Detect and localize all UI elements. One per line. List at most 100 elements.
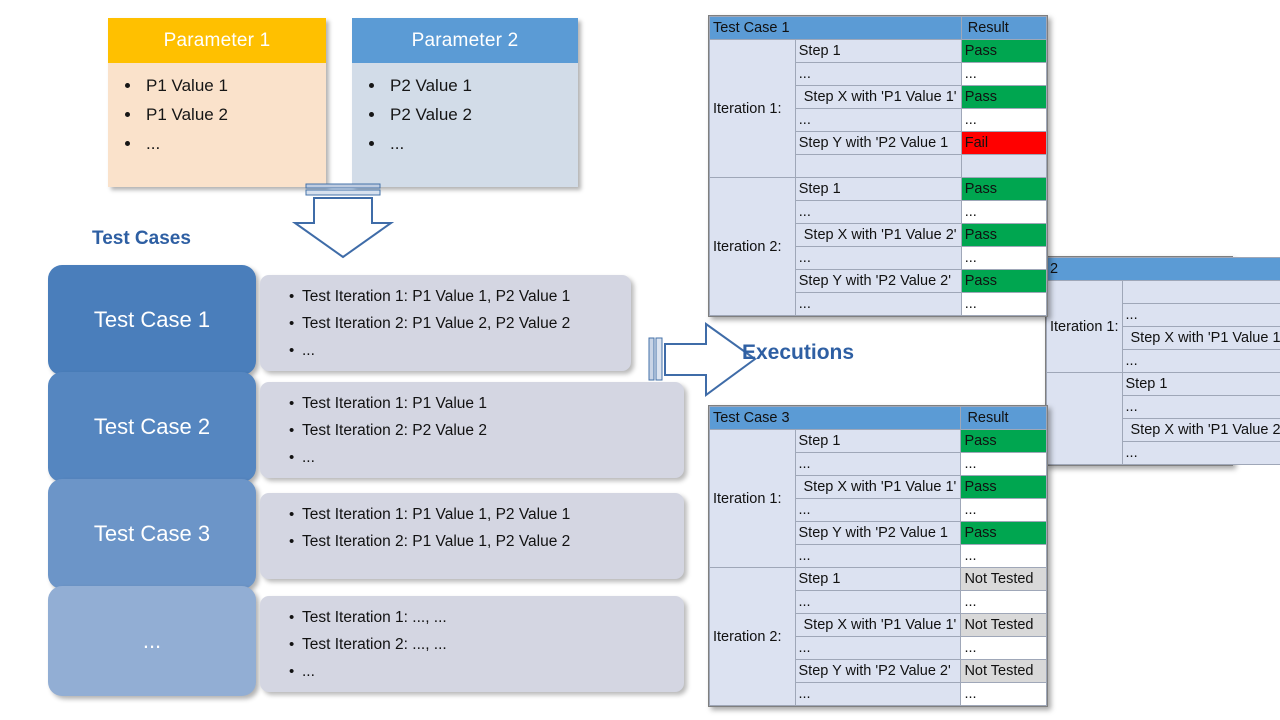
parameter-card-1-title: Parameter 1	[108, 18, 326, 63]
table-title: Test Case 1	[709, 16, 962, 40]
step-cell: ...	[794, 682, 962, 706]
iteration-label: Iteration 2:	[709, 177, 796, 316]
result-cell: Pass	[960, 85, 1048, 109]
test-case-box-4[interactable]: ...	[48, 586, 256, 696]
list-item: Test Iteration 2: P2 Value 2	[289, 417, 684, 444]
table-row: ......	[710, 682, 1047, 706]
result-cell: Pass	[960, 177, 1048, 201]
result-cell: ...	[960, 590, 1047, 614]
list-item: Test Iteration 1: P1 Value 1, P2 Value 1	[289, 283, 631, 310]
list-item: ...	[289, 658, 684, 685]
test-case-box-1[interactable]: Test Case 1	[48, 265, 256, 375]
table-row: ......	[710, 452, 1047, 476]
table-row: Step X with 'P1 Value 1'Pass	[1047, 326, 1280, 350]
iteration-label: Iteration 1:	[709, 429, 796, 568]
table-row: Iteration 1:Step 1 Pass	[709, 39, 1048, 178]
result-cell: ...	[960, 544, 1047, 568]
section-label-executions: Executions	[742, 341, 855, 364]
result-cell: ...	[960, 498, 1047, 522]
execution-table-test-case-2: 2ResultIteration 1:Pass......Step X with…	[1045, 256, 1280, 466]
table-row: Step X with 'P1 Value 2'Block	[1047, 418, 1280, 442]
test-case-box-2[interactable]: Test Case 2	[48, 372, 256, 482]
test-case-detail-2: Test Iteration 1: P1 Value 1 Test Iterat…	[260, 382, 684, 478]
list-item: Test Iteration 2: P1 Value 1, P2 Value 2	[289, 528, 684, 555]
table-row: ......	[1047, 441, 1280, 465]
step-cell: ...	[794, 246, 962, 270]
step-cell: ...	[794, 590, 962, 614]
table-row: ......	[710, 544, 1047, 568]
result-cell: Pass	[960, 475, 1047, 499]
list-item: Test Iteration 1: P1 Value 1, P2 Value 1	[289, 501, 684, 528]
step-cell: ...	[1121, 441, 1280, 465]
parameter-card-1: Parameter 1 P1 Value 1 P1 Value 2 ...	[108, 18, 326, 187]
list-item: P2 Value 2	[386, 100, 578, 129]
table-row: Iteration 1:Pass	[1046, 280, 1280, 373]
parameter-card-2-title: Parameter 2	[352, 18, 578, 63]
step-cell: Step X with 'P1 Value 2'	[1121, 418, 1280, 442]
table-row: ......	[1047, 395, 1280, 419]
result-cell	[960, 154, 1048, 178]
section-label-test-cases: Test Cases	[92, 228, 191, 249]
arrow-down-icon	[292, 183, 394, 259]
result-cell: ...	[960, 62, 1048, 86]
step-cell: Step Y with 'P2 Value 1	[794, 131, 962, 155]
test-case-box-3[interactable]: Test Case 3	[48, 479, 256, 589]
list-item: Test Iteration 2: P1 Value 2, P2 Value 2	[289, 310, 631, 337]
table-row: ......	[710, 246, 1048, 270]
result-cell: ...	[960, 108, 1048, 132]
step-cell: ...	[1121, 349, 1280, 373]
list-item: Test Iteration 2: ..., ...	[289, 631, 684, 658]
step-cell: Step Y with 'P2 Value 1	[794, 521, 962, 545]
table-row: Step X with 'P1 Value 2'Pass	[710, 223, 1048, 247]
table-title: Test Case 3	[708, 406, 962, 430]
iteration-label	[1046, 372, 1123, 465]
step-cell: ...	[794, 200, 962, 224]
result-cell: ...	[960, 246, 1048, 270]
parameter-card-1-values: P1 Value 1 P1 Value 2 ...	[108, 63, 326, 187]
table-row: ......	[710, 292, 1048, 316]
result-cell: ...	[960, 452, 1047, 476]
test-case-detail-4: Test Iteration 1: ..., ... Test Iteratio…	[260, 596, 684, 692]
step-cell: Step 1	[794, 429, 962, 453]
table-row: ......	[710, 636, 1047, 660]
test-case-detail-3: Test Iteration 1: P1 Value 1, P2 Value 1…	[260, 493, 684, 579]
result-cell: Not Tested	[960, 659, 1047, 683]
result-cell: Pass	[960, 223, 1048, 247]
result-cell: Pass	[960, 269, 1048, 293]
list-item: P2 Value 1	[386, 71, 578, 100]
step-cell	[1121, 280, 1280, 304]
result-cell: ...	[960, 682, 1047, 706]
list-item: Test Iteration 1: ..., ...	[289, 604, 684, 631]
step-cell: Step X with 'P1 Value 1'	[794, 85, 962, 109]
list-item: ...	[142, 129, 326, 158]
result-cell: Not Tested	[960, 567, 1047, 591]
step-cell: Step 1	[794, 567, 962, 591]
step-cell: ...	[794, 452, 962, 476]
step-cell: ...	[794, 636, 962, 660]
list-item: Test Iteration 1: P1 Value 1	[289, 390, 684, 417]
parameter-card-2-values: P2 Value 1 P2 Value 2 ...	[352, 63, 578, 187]
step-cell: Step 1	[794, 39, 962, 63]
step-cell: Step Y with 'P2 Value 2'	[794, 659, 962, 683]
step-cell: Step 1	[794, 177, 962, 201]
iteration-label: Iteration 1:	[709, 39, 796, 178]
step-cell: ...	[794, 108, 962, 132]
column-header-result: Result	[960, 16, 1048, 40]
result-cell: ...	[960, 200, 1048, 224]
table-row: Step Y with 'P2 Value 2'Not Tested	[710, 659, 1047, 683]
iteration-label: Iteration 2:	[709, 567, 796, 706]
test-case-detail-1: Test Iteration 1: P1 Value 1, P2 Value 1…	[260, 275, 631, 371]
step-cell: Step Y with 'P2 Value 2'	[794, 269, 962, 293]
result-cell: Pass	[960, 429, 1047, 453]
step-cell: ...	[794, 292, 962, 316]
step-cell: Step X with 'P1 Value 1'	[794, 475, 962, 499]
step-cell: ...	[794, 62, 962, 86]
